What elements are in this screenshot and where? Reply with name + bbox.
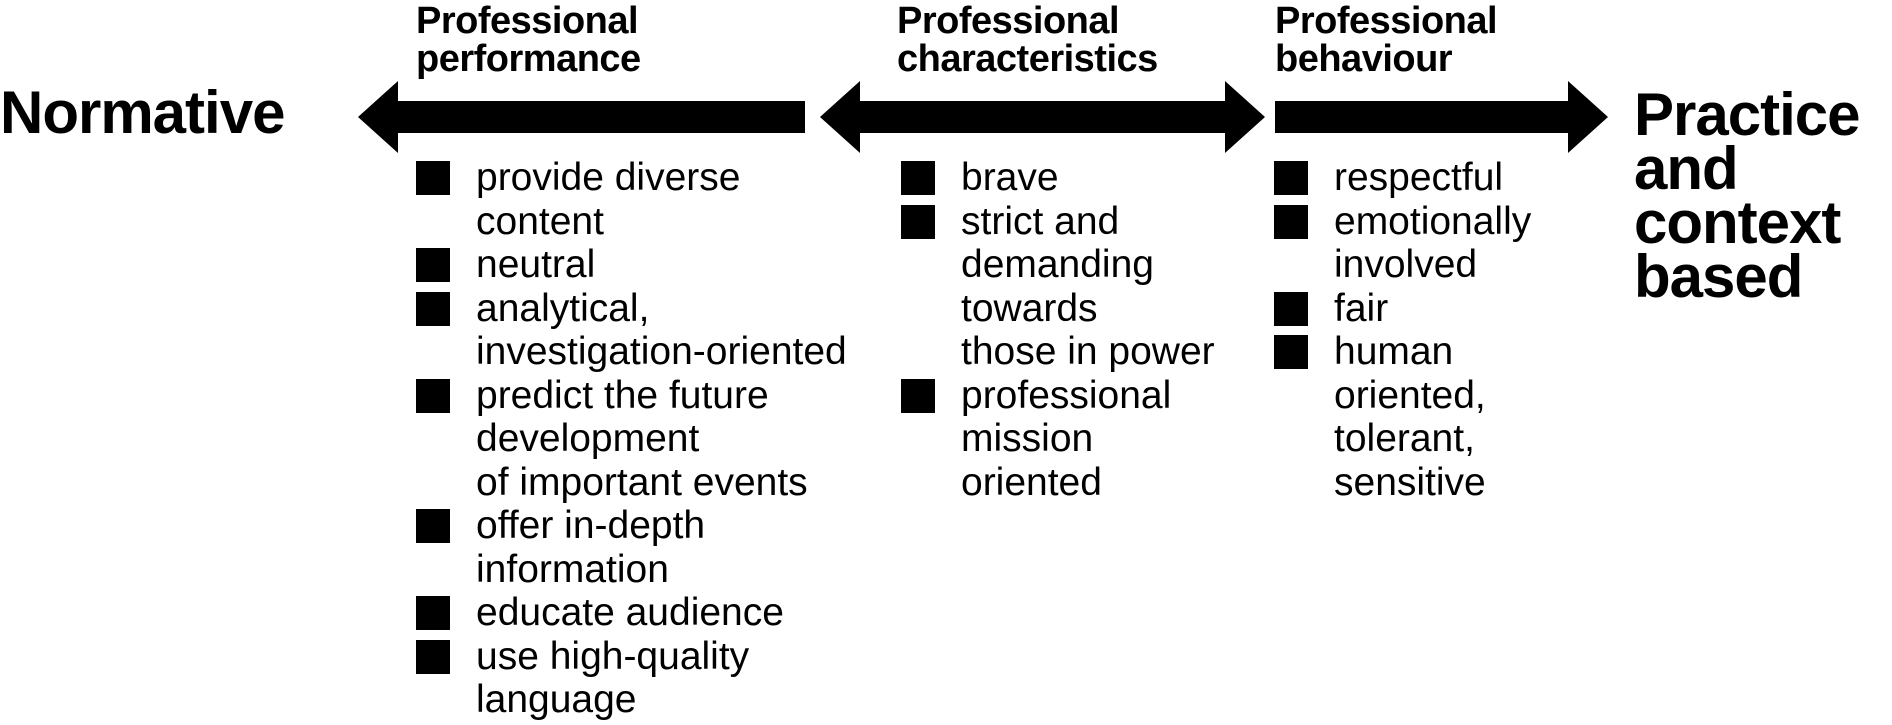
list-item: use high-quality language (416, 635, 847, 722)
list-item: predict the future development of import… (416, 374, 847, 505)
list-item: educate audience (416, 591, 847, 635)
double-arrow (820, 81, 1265, 153)
list-item: emotionally involved (1274, 200, 1531, 287)
list-item-text: offer in-depth information (476, 504, 706, 591)
list-item: strict and demanding towards those in po… (901, 200, 1215, 374)
list-item-text: fair (1334, 286, 1389, 330)
list-item-text: use high-quality language (476, 634, 750, 722)
square-bullet-icon (416, 291, 450, 326)
practice-context-label: Practice and context based (1634, 81, 1860, 310)
list-item: respectful (1274, 156, 1531, 200)
square-bullet-icon (416, 639, 450, 674)
characteristics-list: brave strict and demanding towards those… (901, 156, 1215, 504)
square-bullet-icon (1274, 335, 1308, 369)
left-arrow (358, 81, 805, 153)
behaviour-list: respectful emotionally involved fair hum… (1274, 156, 1531, 504)
list-item-text: human oriented, tolerant, sensitive (1334, 330, 1486, 504)
list-item: human oriented, tolerant, sensitive (1274, 330, 1531, 504)
list-item: neutral (416, 243, 847, 287)
list-item: brave (901, 156, 1215, 200)
list-item-text: respectful (1334, 156, 1504, 199)
column-title-behaviour: Professional behaviour (1275, 0, 1498, 80)
list-item-text: brave (961, 156, 1059, 199)
square-bullet-icon (416, 509, 450, 543)
list-item-text: professional mission oriented (961, 373, 1172, 504)
square-bullet-icon (1274, 204, 1308, 239)
square-bullet-icon (901, 378, 935, 413)
column-title-performance: Professional performance (416, 0, 641, 80)
list-item: provide diverse content (416, 156, 847, 243)
normative-label: Normative (0, 79, 285, 146)
square-bullet-icon (416, 596, 450, 630)
list-item: fair (1274, 287, 1531, 331)
square-bullet-icon (416, 378, 450, 413)
performance-list: provide diverse content neutral analytic… (416, 156, 847, 722)
list-item-text: neutral (476, 243, 596, 286)
right-arrow (1275, 81, 1608, 153)
square-bullet-icon (901, 161, 935, 195)
square-bullet-icon (1274, 161, 1308, 195)
list-item-text: predict the future development of import… (476, 373, 808, 504)
list-item: analytical, investigation-oriented (416, 287, 847, 374)
list-item-text: analytical, investigation-oriented (476, 286, 847, 374)
list-item-text: emotionally involved (1334, 199, 1532, 287)
list-item: professional mission oriented (901, 374, 1215, 505)
column-title-characteristics: Professional characteristics (897, 0, 1158, 80)
square-bullet-icon (416, 248, 450, 282)
list-item-text: educate audience (476, 591, 784, 634)
list-item-text: strict and demanding towards those in po… (961, 199, 1215, 374)
square-bullet-icon (901, 204, 935, 239)
square-bullet-icon (1274, 291, 1308, 326)
list-item: offer in-depth information (416, 504, 847, 591)
list-item-text: provide diverse content (476, 156, 741, 243)
square-bullet-icon (416, 161, 450, 195)
